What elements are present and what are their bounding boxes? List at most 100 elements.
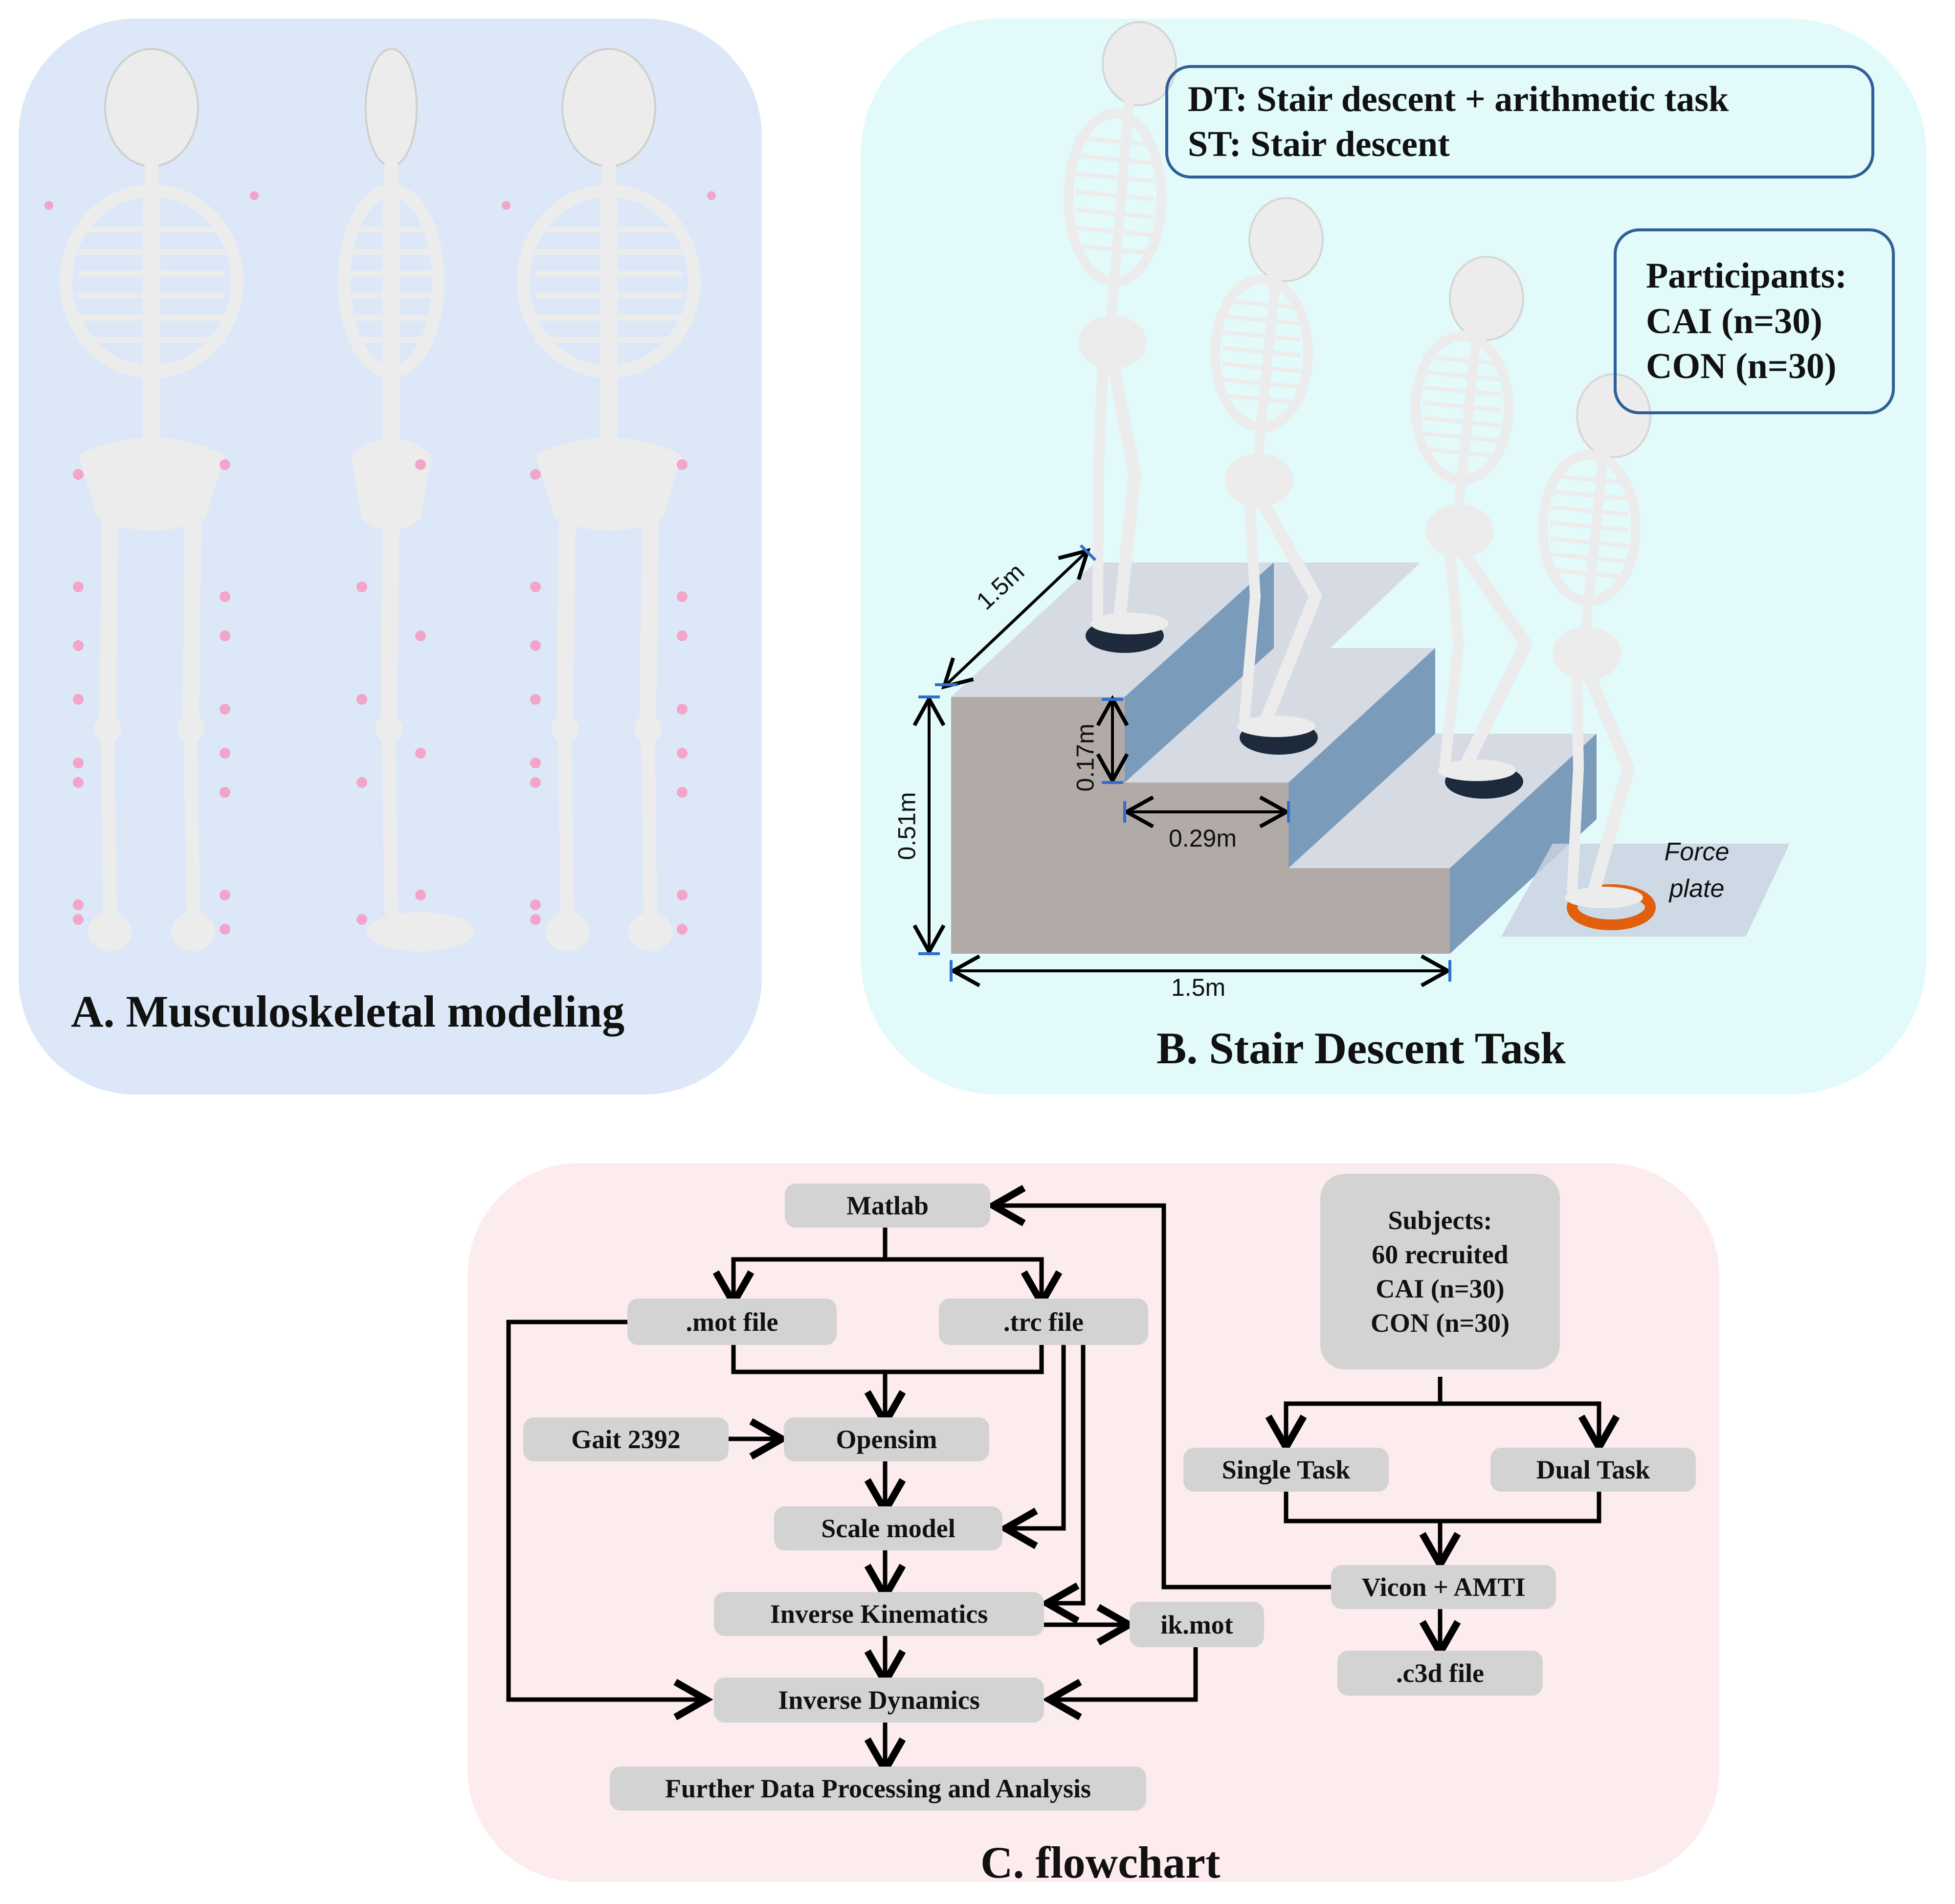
task-description-box: DT: Stair descent + arithmetic task ST: … <box>1165 65 1874 179</box>
conn-matlab-trc <box>885 1257 1063 1310</box>
node-single-task: Single Task <box>1183 1448 1389 1492</box>
participants-cai: CAI (n=30) <box>1646 301 1822 341</box>
task-line-dt: DT: Stair descent + arithmetic task <box>1188 79 1729 119</box>
marker <box>220 459 230 470</box>
marker <box>677 924 688 935</box>
leg <box>1239 495 1261 724</box>
node-inverse-dynamics: Inverse Dynamics <box>714 1678 1044 1723</box>
skull <box>104 48 199 167</box>
foot <box>1438 760 1516 781</box>
knee <box>551 715 578 742</box>
flowchart-connectors <box>506 1185 1620 1777</box>
node-dual-task: Dual Task <box>1490 1448 1696 1492</box>
foot <box>88 912 132 951</box>
marker <box>530 758 541 768</box>
foot <box>545 912 589 951</box>
knee <box>177 715 204 742</box>
marker <box>220 890 230 900</box>
marker <box>73 469 84 480</box>
rib <box>1222 346 1301 358</box>
marker <box>415 748 426 759</box>
skull <box>1102 21 1177 106</box>
skull <box>1449 256 1524 341</box>
marker <box>73 899 84 910</box>
rib <box>1422 385 1502 397</box>
node-vicon-amti: Vicon + AMTI <box>1331 1565 1556 1609</box>
marker <box>220 787 230 798</box>
pelvis <box>1553 627 1621 681</box>
marker <box>530 899 541 910</box>
node-inverse-kinematics: Inverse Kinematics <box>714 1592 1044 1636</box>
marker <box>530 640 541 651</box>
stair-top-3 <box>1289 734 1597 868</box>
skeleton-back <box>502 48 716 951</box>
marker <box>530 469 541 480</box>
participants-heading: Participants: <box>1646 256 1847 296</box>
dim-tick-depth-b <box>1079 544 1097 561</box>
spine <box>1105 97 1134 331</box>
dim-label-width: 1.5m <box>1171 974 1226 1001</box>
tibia <box>558 732 574 917</box>
leg <box>1567 669 1584 896</box>
tibia <box>184 732 200 917</box>
node-scale-model: Scale model <box>774 1506 1002 1550</box>
panel-c-title: C. flowchart <box>980 1837 1221 1887</box>
marker <box>250 191 259 200</box>
leg <box>1092 360 1108 622</box>
marker <box>530 777 541 788</box>
femur <box>380 510 400 732</box>
task-line-st: ST: Stair descent <box>1188 124 1450 164</box>
marker <box>707 191 716 200</box>
stair-riser-2 <box>1289 648 1435 868</box>
skeleton-front <box>44 48 259 951</box>
stair-riser-1 <box>1125 562 1274 783</box>
node-mot-file: .mot file <box>627 1299 837 1345</box>
skeleton-side <box>337 48 474 951</box>
rib <box>1422 354 1502 366</box>
node-c3d-file: .c3d file <box>1337 1651 1543 1696</box>
skeleton-figures <box>44 48 716 951</box>
subjects-heading: Subjects: <box>1388 1205 1492 1235</box>
stair-skeleton <box>1064 21 1177 634</box>
panel-a-title: A. Musculoskeletal modeling <box>71 986 625 1036</box>
node-further-processing: Further Data Processing and Analysis <box>610 1767 1146 1811</box>
marker <box>677 591 688 602</box>
stair-model <box>951 562 1790 954</box>
pelvis <box>1078 315 1147 369</box>
rib <box>1550 520 1629 533</box>
marker <box>356 694 367 705</box>
foot <box>367 912 474 951</box>
marker <box>73 777 84 788</box>
marker <box>220 591 230 602</box>
leg <box>1440 546 1464 768</box>
node-ik-mot: ik.mot <box>1130 1602 1264 1647</box>
knee <box>634 715 662 742</box>
leg <box>1106 354 1141 623</box>
rib <box>1550 489 1629 501</box>
dim-label-step-depth: 0.29m <box>1169 825 1237 852</box>
knee <box>94 715 121 742</box>
tibia <box>101 732 117 917</box>
rib <box>1550 473 1629 486</box>
skull <box>561 48 656 167</box>
rib <box>1550 536 1629 548</box>
dim-label-step-height: 0.17m <box>1071 723 1099 792</box>
conn-mot-merge <box>731 1345 1044 1374</box>
tibia <box>641 732 657 917</box>
rib <box>1075 207 1155 220</box>
node-trc-file: .trc file <box>939 1299 1148 1345</box>
foot <box>1565 887 1643 908</box>
rib <box>1422 401 1502 412</box>
foot <box>171 912 215 951</box>
rib <box>1422 416 1502 428</box>
subjects-cai: CAI (n=30) <box>1376 1274 1505 1303</box>
femur <box>640 510 659 732</box>
marker <box>44 201 53 210</box>
marker <box>415 459 426 470</box>
foot <box>1090 613 1169 634</box>
marker <box>677 748 688 759</box>
leg <box>1580 663 1635 896</box>
conn-ikmot-id <box>1042 1647 1198 1721</box>
marker <box>356 777 367 788</box>
marker <box>415 890 426 900</box>
